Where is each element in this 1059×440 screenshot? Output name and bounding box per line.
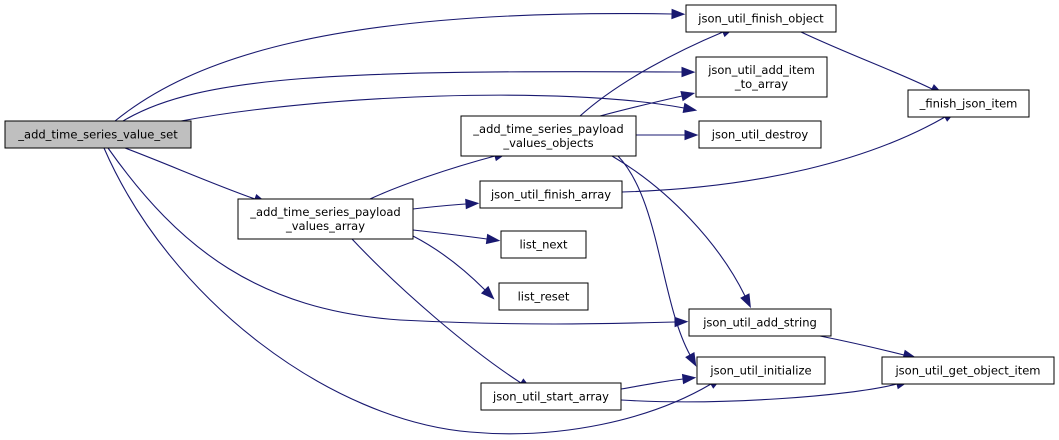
node-list-next[interactable]: list_next — [500, 230, 587, 259]
node-box — [4, 120, 192, 149]
node-label: json_util_destroy — [711, 128, 809, 142]
arrowhead — [680, 91, 696, 102]
arrowhead — [681, 66, 696, 78]
arrowhead — [681, 373, 697, 385]
edge-payload-values-array-to-start-array — [351, 238, 533, 391]
arrowhead — [740, 293, 751, 309]
node-box — [907, 89, 1030, 118]
arrowhead — [682, 102, 698, 114]
arrowhead — [485, 233, 501, 245]
edge-add-string-to-get-object-item — [819, 335, 917, 360]
edge-line — [124, 147, 256, 200]
node-box — [881, 356, 1055, 385]
edge-line — [351, 238, 522, 384]
edge-add-time-series-value-set-to-add-item-to-array — [122, 66, 696, 122]
node-label: _to_array — [734, 77, 788, 91]
node-get-object-item[interactable]: json_util_get_object_item — [881, 356, 1055, 385]
edge-line — [369, 155, 496, 200]
edge-add-time-series-value-set-to-destroy — [180, 94, 698, 122]
edge-payload-values-objects-to-initialize — [617, 155, 697, 367]
edge-line — [617, 155, 691, 356]
edge-line — [122, 71, 683, 122]
node-label: json_util_get_object_item — [894, 364, 1040, 378]
node-add-item-to-array[interactable]: json_util_add_item_to_array — [695, 56, 828, 98]
node-label: _values_array — [285, 219, 365, 233]
node-label: json_util_initialize — [709, 364, 811, 378]
node-add-time-series-value-set[interactable]: _add_time_series_value_set — [4, 120, 192, 149]
edge-line — [107, 147, 676, 325]
edge-add-time-series-value-set-to-initialize — [103, 147, 723, 435]
node-payload-values-array[interactable]: _add_time_series_payload_values_array — [237, 198, 414, 240]
node-label: json_util_finish_array — [490, 188, 611, 202]
node-layer: _add_time_series_value_set _add_time_seri… — [4, 4, 1055, 411]
node-label: list_next — [519, 238, 568, 252]
node-finish-object[interactable]: json_util_finish_object — [685, 4, 837, 33]
arrowhead — [674, 316, 689, 328]
arrowhead — [671, 8, 686, 20]
node-label: _add_time_series_payload — [249, 205, 400, 219]
node-box — [696, 356, 826, 385]
node-label: _add_time_series_value_set — [17, 128, 178, 142]
edge-line — [599, 95, 683, 117]
edge-line — [611, 155, 746, 297]
edge-payload-values-objects-to-add-item-to-array — [599, 91, 696, 117]
edge-add-time-series-value-set-to-add-string — [107, 147, 689, 328]
node-label: json_util_finish_object — [697, 12, 824, 26]
node-payload-values-objects[interactable]: _add_time_series_payload_values_objects — [460, 115, 637, 157]
node-add-string[interactable]: json_util_add_string — [688, 308, 832, 337]
edge-line — [620, 383, 898, 403]
edge-payload-values-array-to-list-reset — [412, 235, 495, 300]
node-box — [479, 180, 623, 209]
node-box — [688, 308, 832, 337]
node-list-reset[interactable]: list_reset — [498, 282, 589, 311]
edge-line — [180, 94, 685, 122]
node-box — [685, 4, 837, 33]
node-box — [480, 382, 622, 411]
node-finish-array[interactable]: json_util_finish_array — [479, 180, 623, 209]
node-label: _values_objects — [502, 136, 593, 150]
node-label: json_util_start_array — [492, 390, 609, 404]
edge-line — [620, 378, 684, 390]
edge-line — [412, 235, 486, 291]
node-box — [460, 115, 637, 157]
edge-line — [412, 203, 467, 210]
edge-payload-values-objects-to-add-string — [611, 155, 751, 309]
node-label: json_util_add_item — [707, 63, 815, 77]
node-initialize[interactable]: json_util_initialize — [696, 356, 826, 385]
edge-line — [800, 31, 933, 90]
edge-layer — [103, 8, 957, 435]
edge-payload-values-array-to-list-next — [412, 229, 501, 245]
edge-line — [103, 147, 712, 435]
edge-payload-values-objects-to-destroy — [636, 129, 699, 141]
node-label: json_util_add_string — [702, 316, 817, 330]
edge-add-time-series-value-set-to-payload-values-array — [124, 147, 268, 204]
edge-start-array-to-initialize — [620, 373, 697, 390]
edge-payload-values-array-to-finish-array — [412, 198, 480, 210]
arrowhead — [684, 129, 699, 141]
node-start-array[interactable]: json_util_start_array — [480, 382, 622, 411]
edge-line — [412, 229, 488, 240]
node-label: list_reset — [518, 290, 570, 304]
node-label: _finish_json_item — [919, 97, 1018, 111]
arrowhead — [480, 285, 495, 300]
edge-line — [621, 116, 946, 193]
edge-line — [114, 13, 673, 122]
node-box — [695, 56, 828, 98]
edge-line — [579, 31, 724, 117]
node-finish-json-item[interactable]: _finish_json_item — [907, 89, 1030, 118]
arrowhead — [465, 198, 480, 210]
edge-line — [819, 335, 905, 356]
node-destroy[interactable]: json_util_destroy — [698, 120, 822, 149]
edge-add-time-series-value-set-to-finish-object — [114, 8, 686, 122]
node-box — [237, 198, 414, 240]
node-box — [500, 230, 587, 259]
node-box — [698, 120, 822, 149]
node-box — [498, 282, 589, 311]
node-label: _add_time_series_payload — [472, 122, 623, 136]
arrowhead — [685, 352, 697, 367]
